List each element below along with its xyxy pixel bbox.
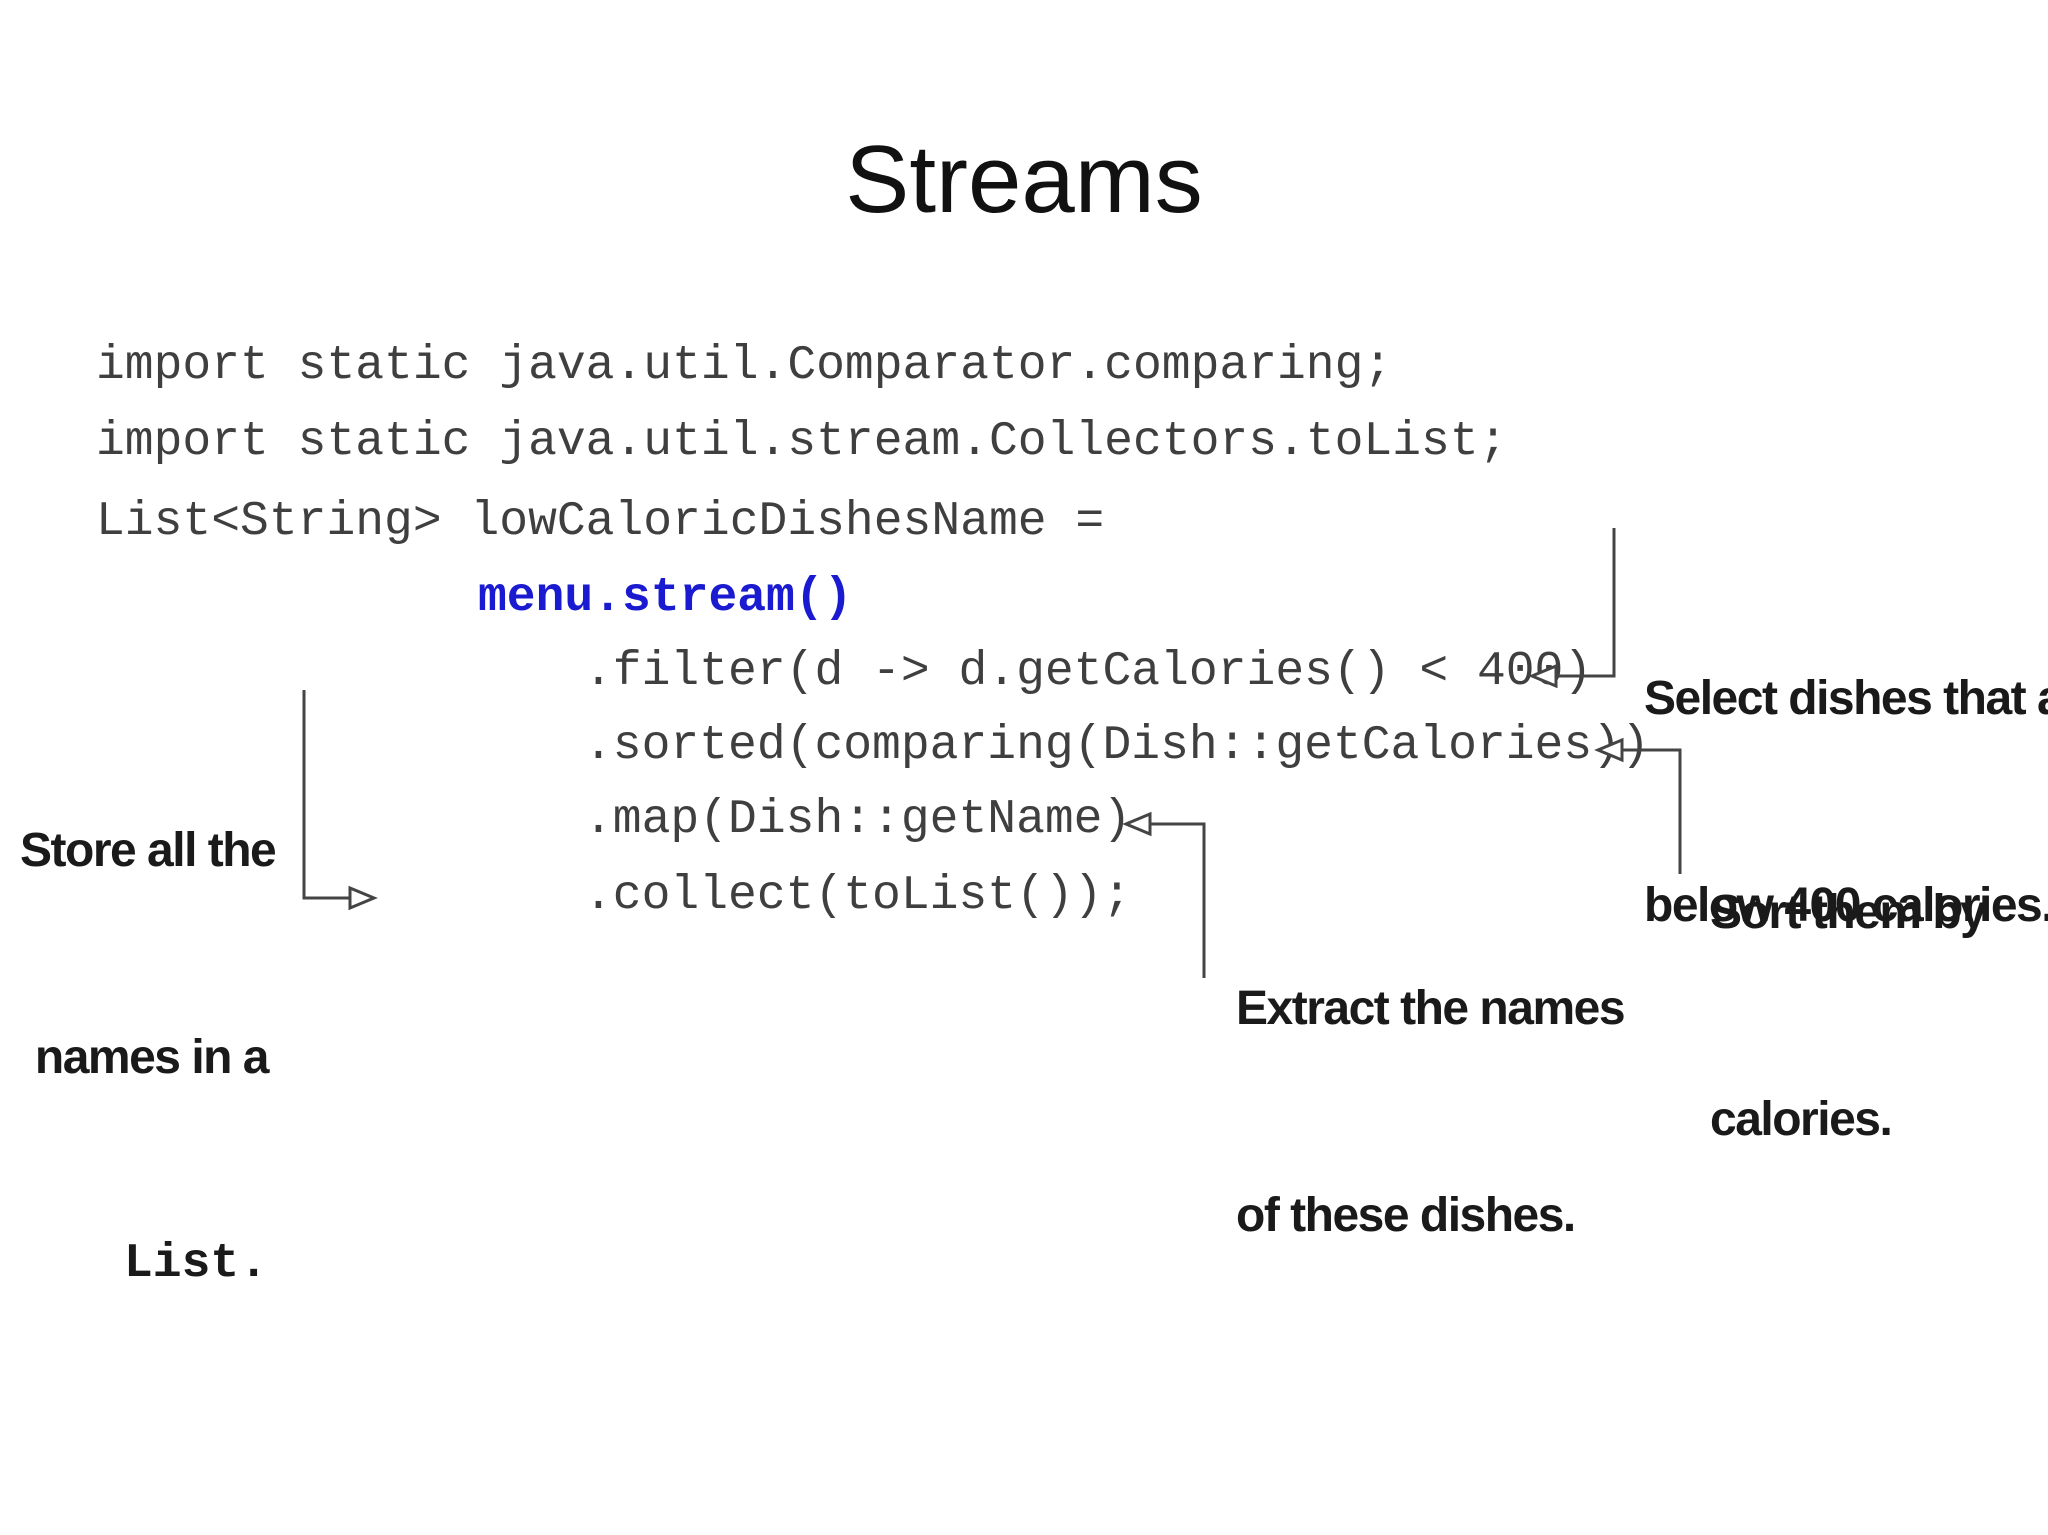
annotation-sort: Sort them by calories. [1710, 740, 1987, 1292]
annotation-store-line-1: Store all the [20, 824, 277, 877]
slide-title: Streams [845, 126, 1203, 233]
annotation-store-line-2: names in a [34, 1031, 270, 1084]
annotation-extract-line-2: of these dishes. [1236, 1189, 1576, 1242]
select-connector [1528, 528, 1616, 689]
sort-arrow-icon [1594, 737, 1624, 763]
annotation-sort-line-2: calories. [1710, 1093, 1893, 1146]
extract-connector-line [1150, 822, 1206, 978]
code-line-declaration: List<String> lowCaloricDishesName = [96, 495, 1105, 549]
select-connector-line [1556, 528, 1616, 678]
annotation-extract: Extract the names of these dishes. [1236, 836, 1626, 1388]
code-line-import-comparing: import static java.util.Comparator.compa… [96, 339, 1393, 393]
code-line-filter: .filter(d -> d.getCalories() < 400) [584, 645, 1593, 699]
annotation-select-line-2: below 400 calories. [1644, 879, 2048, 932]
annotation-select: Select dishes that are below 400 calorie… [1644, 526, 2048, 1078]
extract-arrow-icon [1122, 811, 1152, 837]
sort-connector [1594, 737, 1682, 874]
annotation-extract-line-1: Extract the names [1236, 982, 1626, 1035]
store-connector-line [302, 690, 350, 900]
code-line-menu-stream: menu.stream() [478, 571, 853, 625]
code-line-sorted: .sorted(comparing(Dish::getCalories)) [584, 719, 1650, 773]
code-line-map: .map(Dish::getName) [584, 793, 1132, 847]
store-arrow-icon [348, 885, 378, 911]
annotation-store: Store all the names in a List. [20, 678, 277, 1437]
annotation-sort-line-1: Sort them by [1710, 886, 1987, 939]
extract-connector [1122, 811, 1206, 978]
store-connector [302, 690, 378, 911]
code-line-collect: .collect(toList()); [584, 869, 1132, 923]
annotation-store-line-3: List. [123, 1237, 268, 1291]
select-arrow-icon [1528, 663, 1558, 689]
code-line-import-tolist: import static java.util.stream.Collector… [96, 415, 1508, 469]
sort-connector-line [1622, 748, 1682, 874]
annotation-select-line-1: Select dishes that are [1644, 672, 2048, 725]
